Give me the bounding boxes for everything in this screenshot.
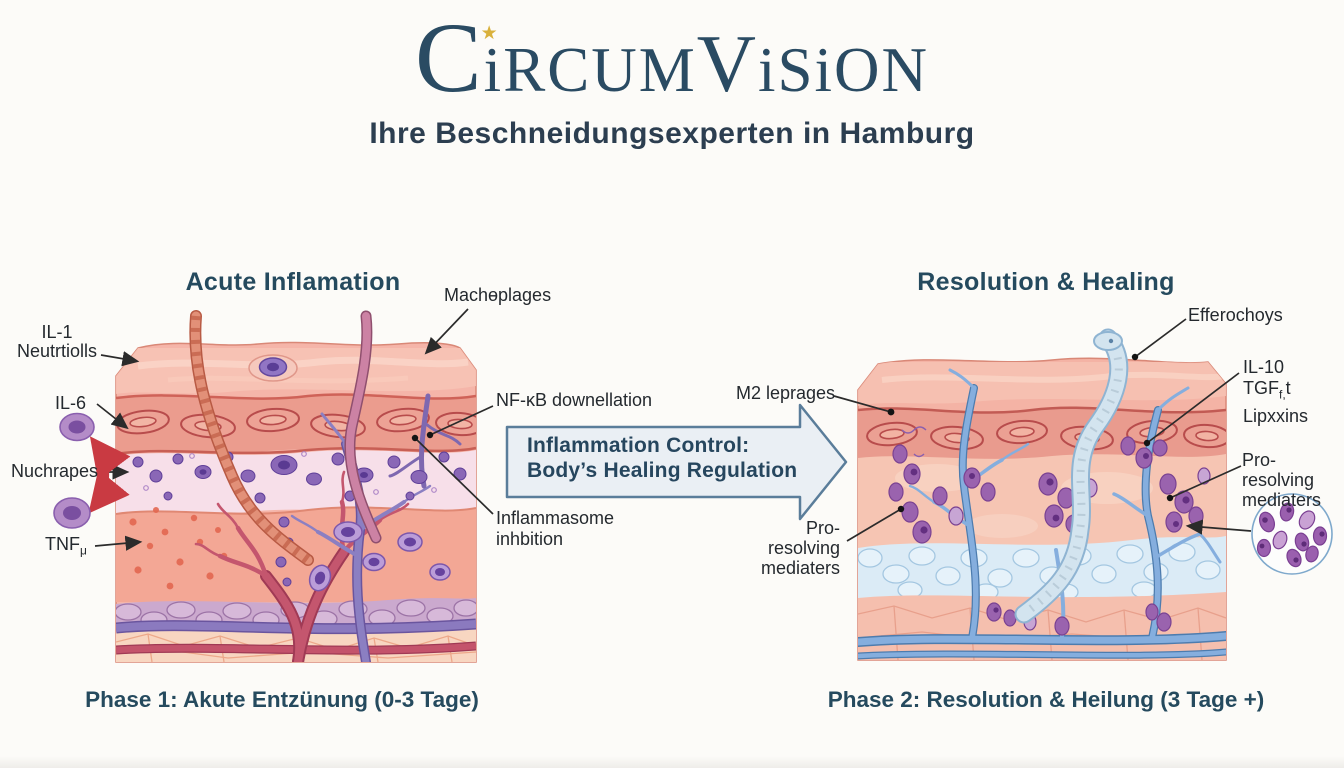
label-nfkb-downregulation: NF-κB downellation: [496, 390, 653, 410]
arrow-text-line1: Inflammation Control:: [527, 434, 750, 457]
label-il1-neutrophils: IL-1 Neutrtiolls: [14, 323, 100, 361]
label-tnf-base: TNF: [45, 534, 80, 554]
arrow-text: Inflammation Control: Body’s Healing Reg…: [527, 433, 797, 483]
label-inflammasome-inhibition: Inflammasome inhbition: [496, 508, 614, 550]
label-tnf: TNFμ: [45, 535, 87, 561]
star-icon: ★: [480, 22, 498, 44]
label-il10-line: IL-10: [1243, 357, 1285, 377]
phase1-caption: Phase 1: Akute Entzünung (0-3 Tage): [85, 687, 479, 712]
label-nuchrapes: Nuchrapes: [10, 461, 98, 481]
label-il10-tgf-lipoxins: IL-10 TGFf,t Lipxxins: [1243, 357, 1308, 427]
label-prores-l-line2: mediaters: [760, 558, 840, 578]
label-pro-resolving-mediators-right: Pro-resolving mediaters: [1242, 450, 1344, 510]
brand-logo: C ★i RCUM V iSiON: [0, 8, 1344, 108]
right-panel-title: Resolution & Healing: [917, 268, 1175, 296]
label-efferocytosis: Efferochoys: [1188, 305, 1283, 325]
acute-inflammation-illustration: [115, 310, 477, 663]
logo-letter-c: C: [414, 2, 484, 113]
resolution-healing-illustration: [857, 328, 1227, 661]
logo-letter-i: ★i: [481, 24, 504, 102]
label-prores-l-line1: Pro-resolving: [767, 518, 840, 558]
label-inflammasome-line2: inhbition: [496, 529, 564, 549]
label-il1-line1: IL-1: [41, 322, 73, 342]
label-il6: IL-6: [55, 393, 87, 413]
left-panel-title: Acute Inflamation: [185, 268, 401, 296]
arrow-text-line2: Body’s Healing Regulation: [527, 459, 798, 482]
logo-letters-ision: iSiON: [757, 35, 930, 105]
label-il1-line2: Neutrtiolls: [16, 341, 98, 361]
logo-letter-i-glyph: i: [483, 35, 504, 105]
label-lipoxins-line: Lipxxins: [1243, 405, 1309, 426]
phase2-caption: Phase 2: Resolution & Heilung (3 Tage +): [827, 687, 1265, 712]
label-tnf-sub: μ: [80, 543, 87, 558]
label-prores-r-line2: mediaters: [1242, 490, 1322, 510]
brand-subtitle: Ihre Beschneidungsexperten in Hamburg: [369, 117, 975, 150]
label-inflammasome-line1: Inflammasome: [496, 508, 615, 528]
label-pro-resolving-mediators-left: Pro-resolving mediaters: [738, 518, 840, 578]
label-m2-macrophages: M2 leprages: [736, 383, 836, 403]
logo-letter-v: V: [696, 18, 758, 109]
label-tgf-line: TGFf,t: [1243, 378, 1291, 402]
logo-letters-rcum: RCUM: [503, 35, 697, 105]
label-macrophages: Machɵplages: [444, 285, 552, 305]
label-prores-r-line1: Pro-resolving: [1242, 450, 1315, 490]
